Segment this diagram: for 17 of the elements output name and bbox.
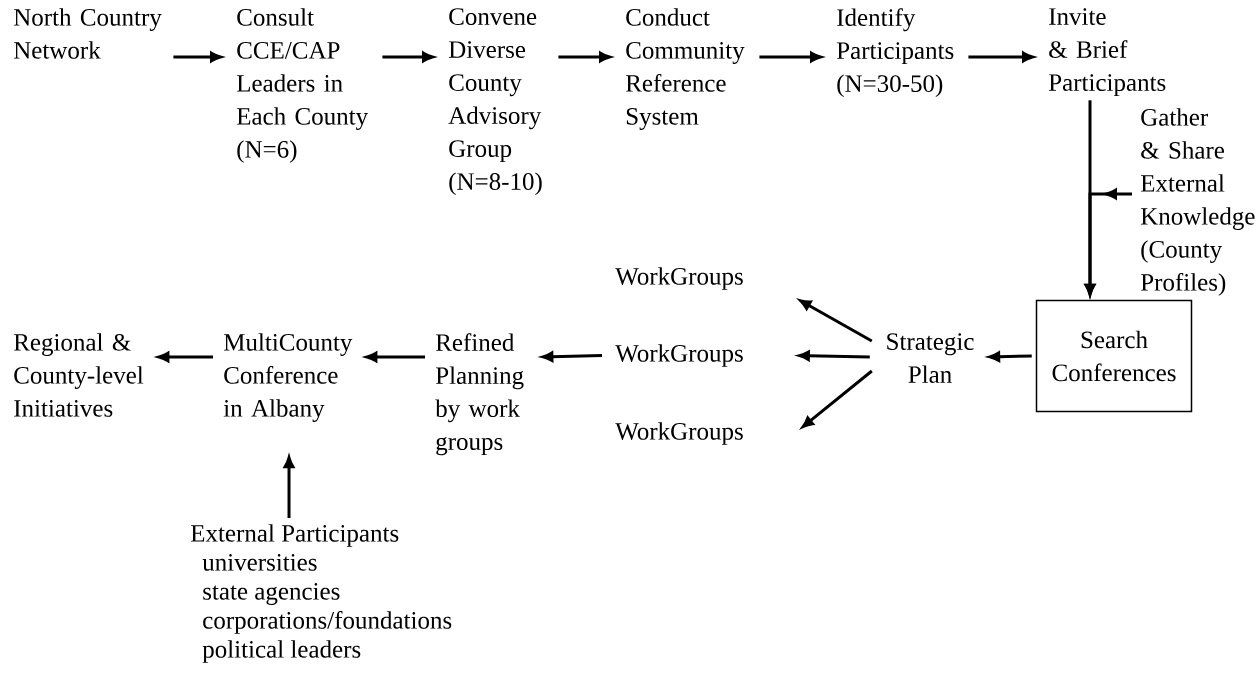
step-text: MultiCounty Conference in Albany [223,333,353,422]
step-text: Identify Participants (N=30-50) [836,8,954,98]
arrow [801,369,873,428]
step-text: Strategic Plan [887,333,974,383]
step-text: WorkGroups [615,344,743,367]
step-text: North Country Network [13,8,162,59]
step-text: Refined Planning by work groups [435,333,524,456]
step-text: WorkGroups [615,422,743,445]
step-text: Conduct Community Reference System [625,8,745,130]
step-text: WorkGroups [615,267,743,290]
step-text: Gather & Share External Knowledge (County Profiles) [1140,108,1255,296]
step-text: Consult CCE/CAP Leaders in Each County (N=6) [236,8,369,163]
process-box: Search Conferences [1035,299,1193,413]
step-text: Invite & Brief Participants [1048,8,1166,97]
step-text: External Participants universities state agencies corporations/foundations political leaders [190,524,452,663]
step-text: Convene Diverse County Advisory Group (N=8-10) [448,8,542,196]
step-text: Regional & County-level Initiatives [13,333,144,417]
